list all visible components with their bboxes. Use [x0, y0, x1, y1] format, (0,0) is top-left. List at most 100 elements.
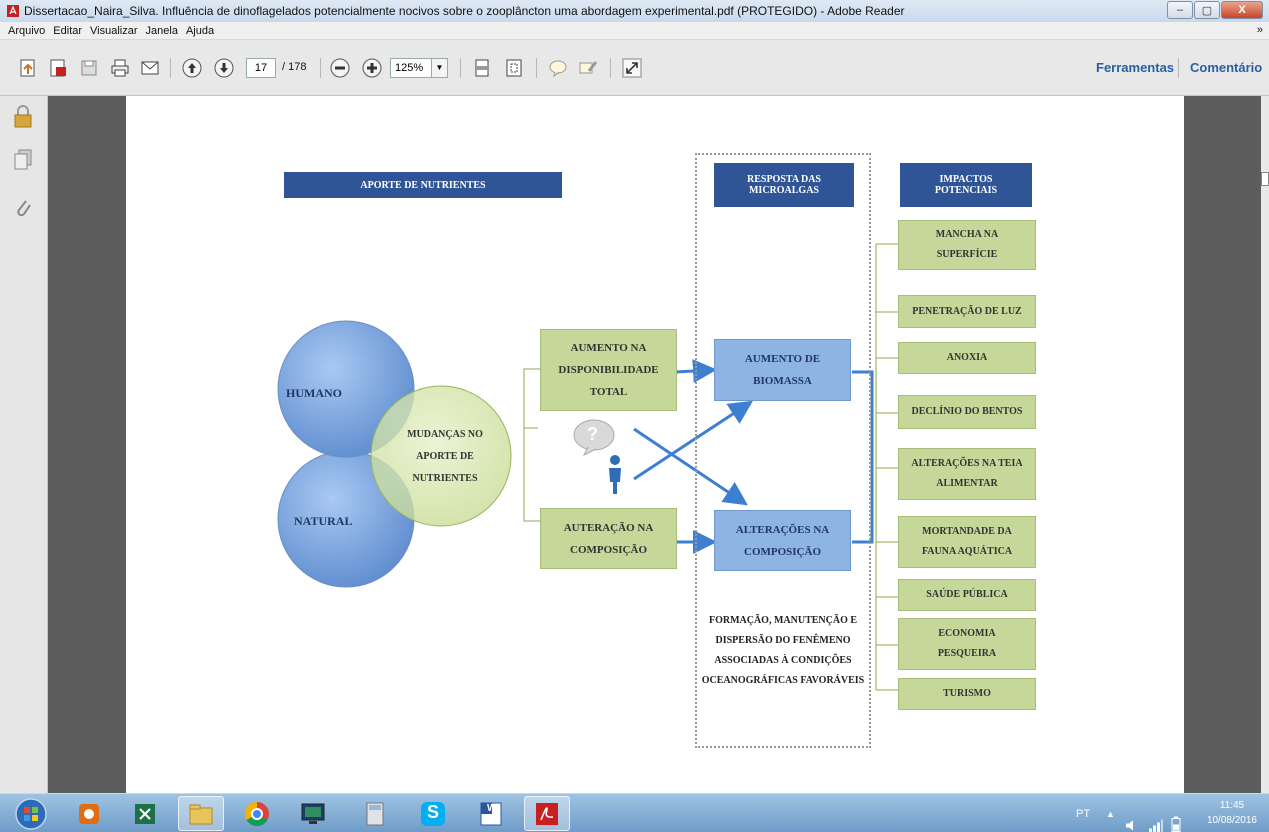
label-venn-center: MUDANÇAS NO APORTE DE NUTRIENTES: [407, 429, 483, 484]
impact-benthos-decline: DECLÍNIO DO BENTOS: [898, 395, 1036, 429]
impact-surface-stain: MANCHA NA SUPERFÍCIE: [898, 220, 1036, 270]
scrollbar-thumb[interactable]: [1261, 172, 1269, 186]
menu-janela[interactable]: Janela: [145, 24, 178, 37]
network-icon[interactable]: [1148, 806, 1164, 832]
taskbar-excel[interactable]: [122, 796, 168, 831]
zoom-dropdown-button[interactable]: ▼: [432, 58, 448, 78]
adobe-reader-icon: [7, 5, 19, 17]
navigation-pane: [0, 96, 48, 793]
header-impacts: IMPACTOS POTENCIAIS: [900, 163, 1032, 207]
media-player-icon: [79, 803, 99, 824]
toolbar-separator: [536, 58, 537, 78]
window-title: Dissertacao_Naira_Silva. Influência de d…: [24, 4, 905, 18]
start-button[interactable]: [8, 796, 54, 831]
language-indicator[interactable]: PT: [1076, 807, 1091, 820]
plus-circle-icon: [362, 58, 382, 78]
label-natural: NATURAL: [294, 514, 353, 528]
taskbar-word[interactable]: W: [468, 796, 514, 831]
comment-tool-button[interactable]: [546, 57, 570, 79]
taskbar-adobe-reader[interactable]: [524, 796, 570, 831]
fit-window-icon: [506, 59, 522, 77]
zoom-level-input[interactable]: 125%: [390, 58, 432, 78]
paperclip-icon[interactable]: [12, 196, 34, 220]
bracket-left: [523, 368, 540, 522]
toolbar-separator: [320, 58, 321, 78]
menu-arquivo[interactable]: Arquivo: [8, 24, 46, 37]
impact-food-web: ALTERAÇÕES NA TEIA ALIMENTAR: [898, 448, 1036, 500]
menu-bar: Arquivo Editar Visualizar Janela Ajuda »: [0, 22, 1269, 40]
document-area[interactable]: APORTE DE NUTRIENTES RESPOSTA DAS MICROA…: [48, 96, 1269, 793]
system-clock[interactable]: 11:45 10/08/2016: [1207, 798, 1257, 828]
impact-public-health: SAÚDE PÚBLICA: [898, 579, 1036, 611]
bottom-note: FORMAÇÃO, MANUTENÇÃO E DISPERSÃO DO FENÊ…: [701, 615, 865, 686]
comment-pane-button[interactable]: Comentário: [1190, 60, 1263, 75]
volume-icon[interactable]: [1124, 806, 1140, 832]
tray-overflow-button[interactable]: ▲: [1106, 808, 1115, 819]
fit-window-button[interactable]: [502, 57, 526, 79]
skype-icon: [421, 801, 445, 826]
highlight-tool-button[interactable]: [576, 57, 600, 79]
maximize-button[interactable]: ▢: [1194, 1, 1220, 19]
header-response: RESPOSTA DAS MICROALGAS: [714, 163, 854, 207]
box-biomass: AUMENTO DE BIOMASSA: [714, 339, 851, 401]
fit-width-button[interactable]: [470, 57, 494, 79]
arrow-up-circle-icon: [182, 58, 202, 78]
taskbar-skype[interactable]: S: [410, 796, 456, 831]
header-nutrients: APORTE DE NUTRIENTES: [284, 172, 562, 198]
box-availability: AUMENTO NA DISPONIBILIDADE TOTAL: [540, 329, 677, 411]
taskbar-calculator[interactable]: [352, 796, 398, 831]
close-button[interactable]: X: [1221, 1, 1263, 19]
full-screen-button[interactable]: [620, 57, 644, 79]
pdf-page: APORTE DE NUTRIENTES RESPOSTA DAS MICROA…: [126, 96, 1184, 793]
calculator-icon: [366, 802, 384, 825]
zoom-out-button[interactable]: [328, 57, 352, 79]
question-person-icon: [573, 419, 621, 494]
print-button[interactable]: [108, 57, 132, 79]
lock-icon[interactable]: [12, 104, 34, 130]
response-frame: [695, 153, 871, 748]
blue-connector: [852, 370, 874, 544]
clock-date: 10/08/2016: [1206, 815, 1257, 826]
open-button[interactable]: [16, 57, 40, 79]
box-composition-change: AUTERAÇÃO NA COMPOSIÇÃO: [540, 508, 677, 569]
expand-icon: [622, 58, 642, 78]
zoom-in-button[interactable]: [360, 57, 384, 79]
menu-editar[interactable]: Editar: [53, 24, 83, 37]
word-letter: W: [487, 803, 497, 814]
pages-icon[interactable]: [12, 148, 34, 172]
fit-page-icon: [475, 59, 489, 77]
menu-ajuda[interactable]: Ajuda: [185, 24, 215, 37]
create-pdf-button[interactable]: [46, 57, 70, 79]
arrow-cross-up: [633, 400, 754, 481]
taskbar-chrome[interactable]: [234, 796, 280, 831]
venn-diagram: [277, 320, 512, 588]
impact-tourism: TURISMO: [898, 678, 1036, 710]
toolbar-separator: [170, 58, 171, 78]
word-icon: [480, 802, 502, 825]
page-number-input[interactable]: 17: [246, 58, 276, 78]
skype-letter: S: [427, 802, 440, 822]
battery-icon[interactable]: [1170, 805, 1182, 832]
impact-light-penetration: PENETRAÇÃO DE LUZ: [898, 295, 1036, 328]
taskbar-desktop[interactable]: [290, 796, 336, 831]
vertical-scrollbar[interactable]: [1261, 96, 1269, 793]
toolbar-separator: [460, 58, 461, 78]
arrow-availability-biomass: [675, 359, 717, 384]
save-button[interactable]: [78, 57, 100, 79]
highlighter-icon: [579, 61, 598, 74]
email-button[interactable]: [138, 57, 162, 79]
question-mark: ?: [587, 424, 598, 444]
taskbar-explorer[interactable]: [178, 796, 224, 831]
previous-page-button[interactable]: [180, 57, 204, 79]
impacts-bracket: [875, 243, 898, 691]
taskbar: S W PT ▲ 11:45 10/08/2016: [0, 793, 1269, 832]
adobe-reader-taskbar-icon: [536, 802, 558, 825]
menu-visualizar[interactable]: Visualizar: [90, 24, 138, 37]
box-alterations: ALTERAÇÕES NA COMPOSIÇÃO: [714, 510, 851, 571]
taskbar-media-player[interactable]: [66, 796, 112, 831]
arrow-cross-down: [633, 427, 748, 506]
minimize-button[interactable]: –: [1167, 1, 1193, 19]
menu-overflow-button[interactable]: »: [1256, 24, 1263, 36]
tools-pane-button[interactable]: Ferramentas: [1096, 60, 1175, 75]
next-page-button[interactable]: [212, 57, 236, 79]
